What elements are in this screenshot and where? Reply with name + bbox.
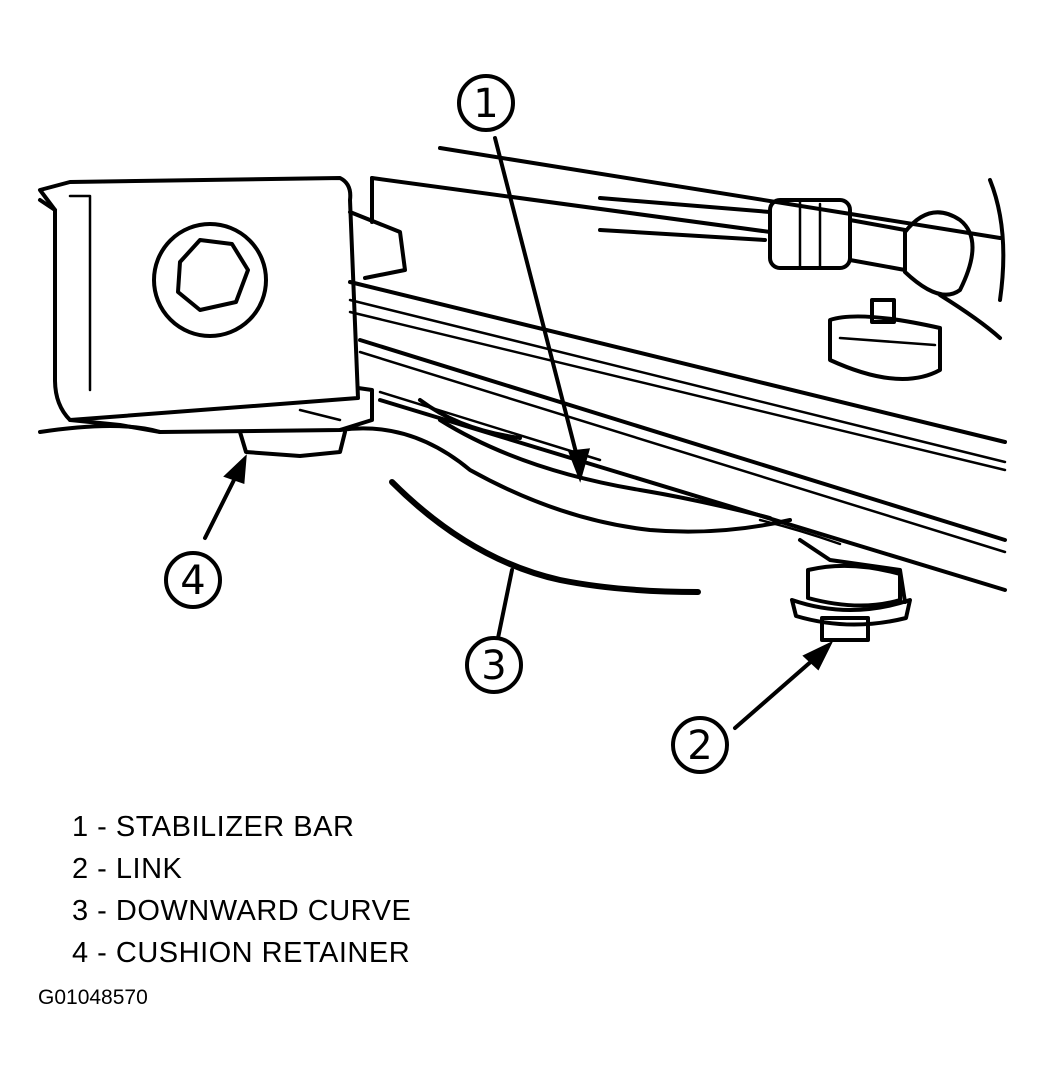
callout-2-number: 2 [687,723,712,769]
callout-arrows [203,136,834,730]
legend-item-cushion-retainer: 4 - CUSHION RETAINER [72,937,411,969]
legend: 1 - STABILIZER BAR 2 - LINK 3 - DOWNWARD… [72,806,411,974]
frame-rail [348,146,1007,592]
legend-item-downward-curve: 3 - DOWNWARD CURVE [72,895,412,927]
callout-4: 4 [164,551,222,609]
callout-1: 1 [457,74,515,132]
upper-link-nut [828,298,942,381]
callout-4-number: 4 [180,558,205,604]
steering-boot [903,178,1006,340]
callout-1-number: 1 [473,81,498,127]
callout-2: 2 [671,716,729,774]
figure-id: G01048570 [38,986,148,1009]
stabilizer-bar [38,398,842,546]
callout-3: 3 [465,636,523,694]
callout-3-number: 3 [481,643,506,689]
downward-curve-marker [389,479,701,595]
legend-item-stabilizer-bar: 1 - STABILIZER BAR [72,811,355,843]
lower-link [790,538,912,642]
legend-item-link: 2 - LINK [72,853,183,885]
cushion-retainer-bracket [38,176,407,458]
tie-rod [598,196,907,272]
